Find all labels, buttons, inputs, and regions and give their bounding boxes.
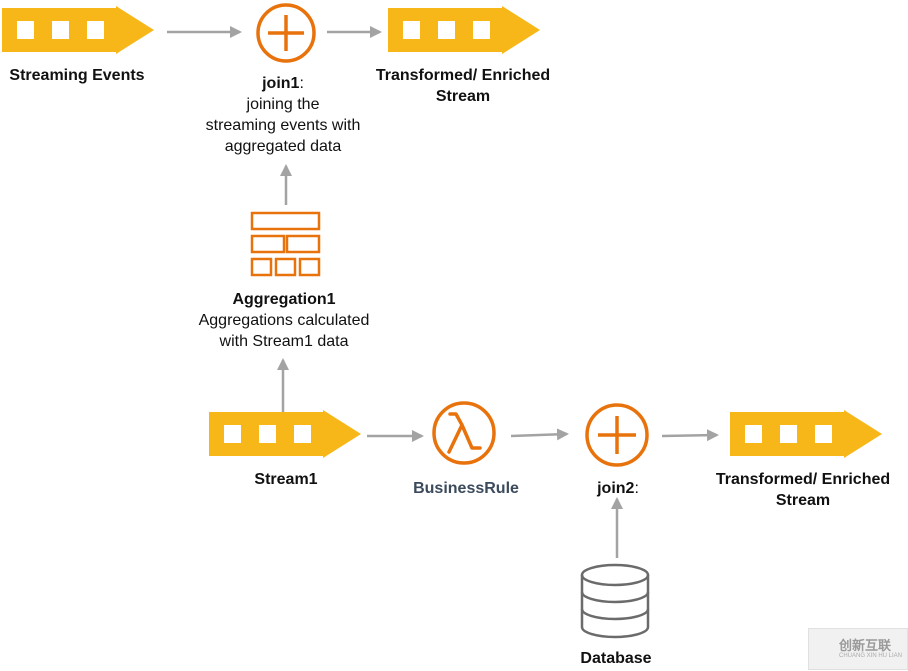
watermark-text: 创新互联 — [839, 638, 892, 653]
join1-label: join1: joining the streaming events with… — [206, 73, 361, 157]
stream-arrow-icon — [388, 6, 540, 54]
plus-circle-icon — [585, 403, 649, 467]
output1-line1: Transformed/ Enriched — [375, 67, 551, 84]
arrow-join2-to-output2 — [661, 429, 719, 442]
join1-name: join1 — [262, 75, 300, 92]
database-label: Database — [580, 650, 652, 667]
output2-label: Transformed/ Enriched Stream — [716, 469, 890, 511]
lambda-icon — [432, 401, 496, 465]
database-cylinder-icon — [580, 563, 650, 639]
join2-name: join2 — [597, 480, 635, 497]
aggregation1-label: Aggregation1 Aggregations calculated wit… — [199, 289, 370, 352]
arrow-rule-to-join2 — [510, 428, 569, 441]
stream-arrow-icon — [209, 410, 361, 458]
stream-arrow-icon — [730, 410, 882, 458]
output2-line1: Transformed/ Enriched — [715, 471, 891, 488]
join1-desc-line3: aggregated data — [224, 138, 342, 155]
brick-table-icon — [250, 211, 321, 277]
aggregation1-desc-line2: with Stream1 data — [219, 333, 349, 350]
aggregation1-name: Aggregation1 — [232, 291, 336, 308]
plus-circle-icon — [256, 3, 316, 63]
output1-label: Transformed/ Enriched Stream — [376, 65, 550, 107]
streaming-events-label: Streaming Events — [9, 67, 145, 84]
join1-desc-line2: streaming events with — [205, 117, 361, 134]
watermark-subtext: CHUANG XIN HU LIAN — [839, 653, 903, 659]
aggregation1-desc-line1: Aggregations calculated — [198, 312, 370, 329]
stream-arrow-icon — [2, 6, 154, 54]
join2-colon: : — [634, 480, 639, 497]
watermark: 创新互联 CHUANG XIN HU LIAN — [808, 628, 908, 670]
stream1-label: Stream1 — [254, 471, 318, 488]
business-rule-label: BusinessRule — [413, 480, 519, 497]
join2-label: join2: — [597, 478, 639, 499]
join1-desc-line1: joining the — [246, 96, 320, 113]
join1-colon: : — [299, 75, 304, 92]
output2-line2: Stream — [775, 492, 831, 509]
output1-line2: Stream — [435, 88, 491, 105]
